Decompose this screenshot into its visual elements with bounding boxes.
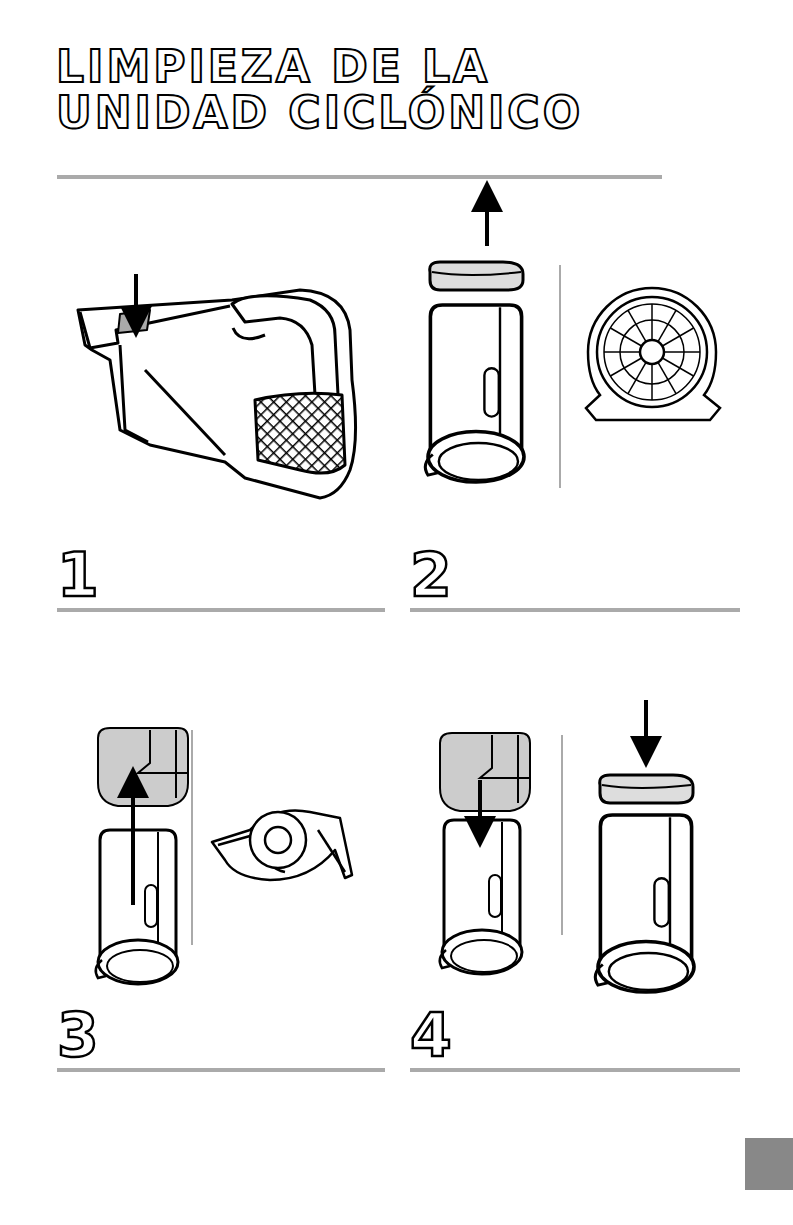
step-number: 3 xyxy=(57,1005,99,1065)
step-number: 4 xyxy=(410,1005,452,1065)
step-number: 2 xyxy=(410,545,452,605)
vacuum-unit xyxy=(78,290,356,498)
step-number: 1 xyxy=(57,545,99,605)
filter-disc xyxy=(586,288,720,420)
page-title: LIMPIEZA DE LA UNIDAD CICLÓNICO xyxy=(56,44,696,136)
cyclone-part xyxy=(212,810,352,880)
